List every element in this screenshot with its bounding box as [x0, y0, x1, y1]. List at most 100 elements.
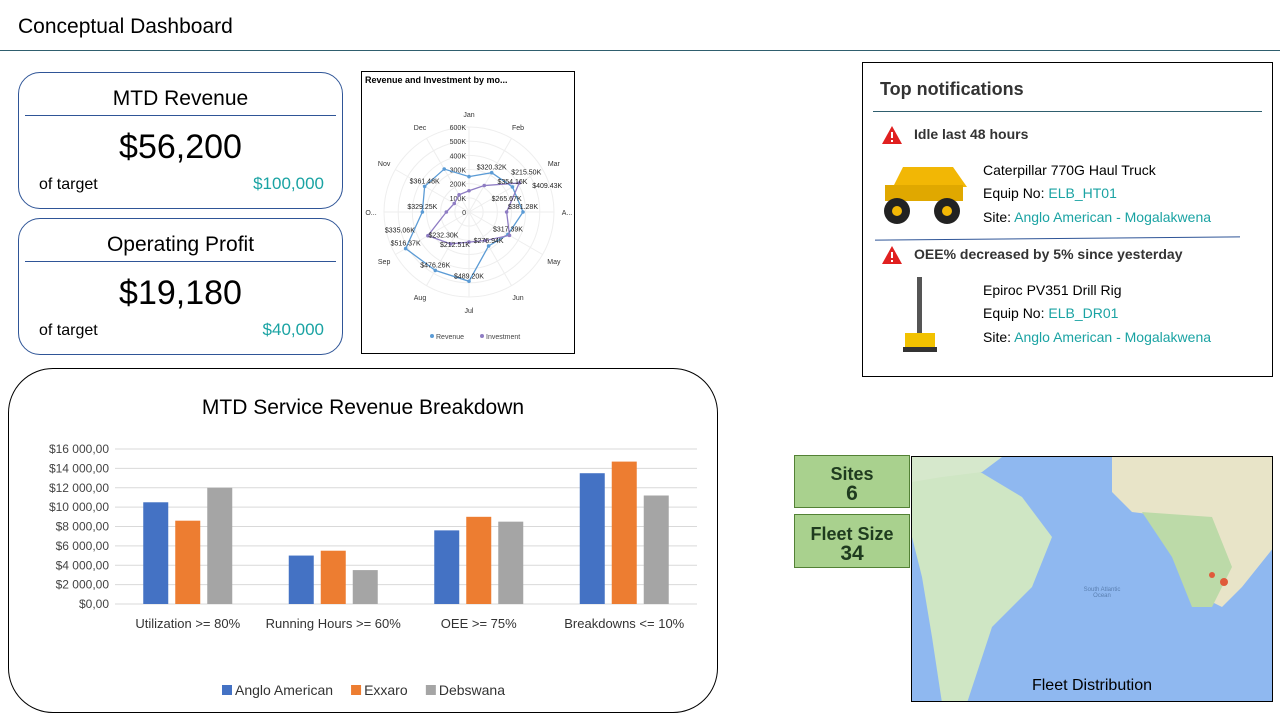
radar-tick-label: 600K: [450, 125, 467, 132]
radar-point: [444, 210, 449, 214]
bar-anglo-american: [434, 530, 460, 604]
legend-marker: [222, 685, 232, 695]
radar-point: [517, 181, 522, 185]
radar-tick-label: 300K: [450, 168, 467, 175]
drill-rig-image: [903, 277, 937, 352]
ocean-label: South Atlantic Ocean: [1083, 587, 1121, 599]
bar-debswana: [352, 570, 378, 604]
equipment-name: Epiroc PV351 Drill Rig: [983, 282, 1122, 298]
radar-category-label: Aug: [414, 295, 427, 302]
legend-label: Anglo American: [235, 682, 333, 698]
radar-data-label: $381.28K: [508, 204, 538, 211]
radar-point: [422, 184, 427, 189]
y-tick-label: $2 000,00: [56, 578, 110, 592]
radar-spoke: [395, 211, 470, 255]
radar-point: [486, 244, 491, 248]
radar-point: [482, 183, 487, 188]
y-tick-label: $0,00: [79, 597, 109, 611]
bar-exxaro: [611, 461, 637, 604]
legend-label: Investment: [486, 334, 520, 341]
radar-point: [489, 170, 494, 175]
radar-point: [507, 233, 512, 238]
map-caption: Fleet Distribution: [1031, 677, 1153, 694]
notifications-panel: Top notifications Idle last 48 hours Cat…: [862, 62, 1273, 377]
legend-marker: [425, 685, 436, 695]
equipment-name: Caterpillar 770G Haul Truck: [983, 162, 1156, 178]
warning-icon: [882, 246, 902, 264]
page-title: Conceptual Dashboard: [18, 15, 233, 38]
radar-point: [467, 240, 471, 244]
site-link[interactable]: Anglo American - Mogalakwena: [1014, 329, 1212, 345]
radar-category-label: Jan: [463, 112, 474, 119]
fleet-map[interactable]: South Atlantic Ocean Fleet Distribution: [911, 456, 1273, 702]
legend-marker: [480, 334, 484, 338]
radar-spoke: [468, 211, 543, 255]
site-link[interactable]: Anglo American - Mogalakwena: [1014, 209, 1212, 225]
radar-data-label: $335.06K: [385, 228, 415, 235]
radar-tick-label: 0: [462, 210, 466, 217]
radar-point: [448, 242, 453, 246]
bar-anglo-american: [143, 502, 169, 604]
kpi-value: $56,200: [119, 128, 242, 166]
radar-data-label: $215.50K: [511, 170, 541, 177]
radar-category-label: Jun: [512, 295, 523, 302]
map-land: [912, 457, 1272, 701]
legend-label: Exxaro: [364, 682, 408, 698]
notifications-title: Top notifications: [880, 79, 1024, 99]
bar-debswana: [643, 495, 669, 604]
legend-label: Revenue: [436, 334, 464, 341]
radar-svg: JanFebMarA...MayJunJulAugSepO...NovDec01…: [365, 112, 573, 341]
x-tick-label: Breakdowns <= 10%: [564, 616, 684, 631]
equip-no-link[interactable]: ELB_DR01: [1048, 305, 1119, 321]
radar-tick-label: 100K: [450, 196, 467, 203]
bar-anglo-american: [579, 473, 605, 604]
radar-point: [504, 210, 509, 214]
kpi-of: of target: [39, 322, 98, 339]
bar-svg: $0,00 $2 000,00 $4 000,00 $6 000,00 $8 000,0…: [49, 442, 697, 698]
divider: [0, 50, 1280, 51]
radar-data-label: $361.48K: [410, 178, 440, 185]
legend-marker: [430, 334, 434, 338]
sites-stat: Sites 6: [794, 455, 910, 508]
radar-data-label: $329.25K: [407, 204, 437, 211]
equip-no: Equip No: ELB_HT01: [983, 185, 1117, 201]
y-tick-label: $6 000,00: [56, 539, 110, 553]
alert-text: OEE% decreased by 5% since yesterday: [914, 246, 1183, 262]
site: Site: Anglo American - Mogalakwena: [983, 329, 1212, 345]
radar-category-label: A...: [562, 210, 573, 217]
equip-no-link[interactable]: ELB_HT01: [1048, 185, 1117, 201]
warning-icon: [882, 126, 902, 144]
kpi-label: Operating Profit: [106, 233, 255, 256]
kpi-value: $19,180: [119, 274, 242, 312]
radar-data-label: $265.67K: [492, 196, 522, 203]
site: Site: Anglo American - Mogalakwena: [983, 209, 1212, 225]
radar-tick-label: 500K: [450, 139, 467, 146]
chart-title: MTD Service Revenue Breakdown: [201, 396, 525, 419]
notification-item[interactable]: Idle last 48 hours Caterpillar 770G Haul…: [863, 121, 1272, 241]
radar-point: [420, 210, 425, 214]
radar-spoke: [468, 138, 512, 213]
x-tick-label: OEE >= 75%: [441, 616, 517, 631]
sites-label: Sites: [830, 464, 874, 484]
radar-data-label: $320.32K: [477, 165, 507, 172]
y-tick-label: $12 000,00: [49, 481, 109, 495]
notification-item[interactable]: OEE% decreased by 5% since yesterday Epi…: [863, 241, 1272, 361]
radar-spoke: [426, 138, 470, 213]
y-tick-label: $14 000,00: [49, 461, 109, 475]
y-tick-label: $10 000,00: [49, 500, 109, 514]
fleet-label: Fleet Size: [810, 524, 894, 544]
radar-point: [483, 238, 488, 243]
radar-tick-label: 400K: [450, 153, 467, 160]
radar-spoke: [426, 211, 470, 286]
y-tick-label: $4 000,00: [56, 558, 110, 572]
radar-point: [403, 246, 408, 251]
radar-category-label: Sep: [378, 259, 391, 266]
bar-exxaro: [466, 516, 492, 604]
radar-point: [467, 279, 471, 284]
kpi-label: MTD Revenue: [112, 87, 249, 110]
fleet-value: 34: [840, 542, 864, 565]
radar-point: [452, 201, 457, 206]
service-revenue-chart: MTD Service Revenue Breakdown $0,00 $2 00…: [8, 368, 718, 713]
y-tick-label: $8 000,00: [56, 520, 110, 534]
